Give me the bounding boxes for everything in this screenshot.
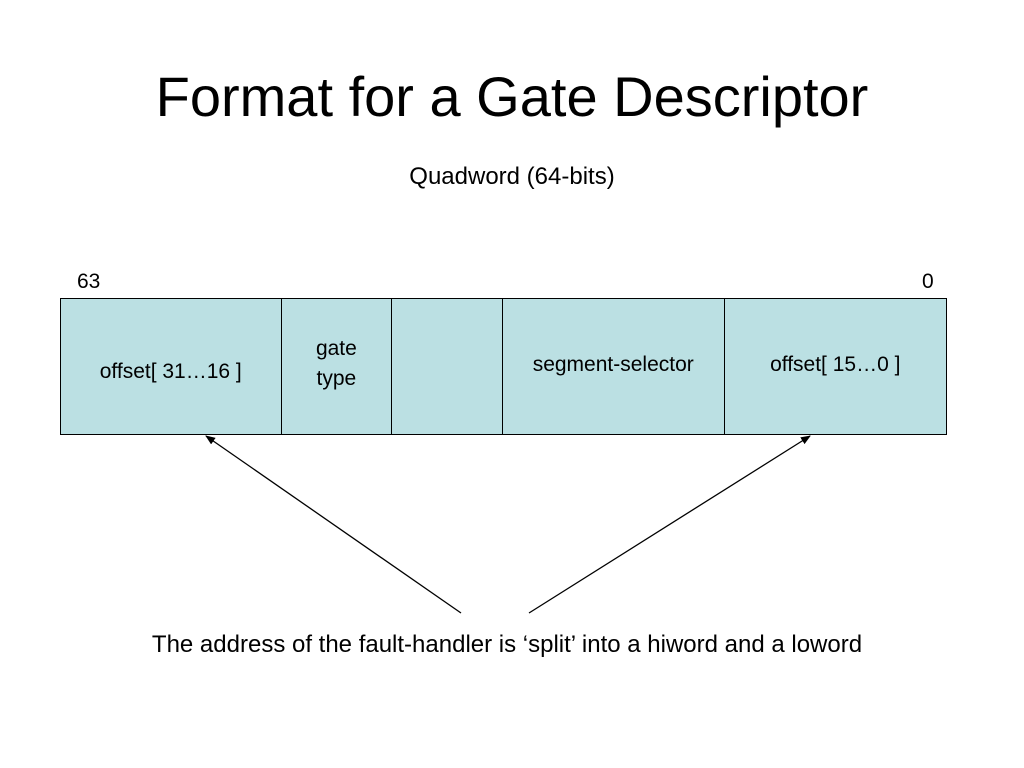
slide-title: Format for a Gate Descriptor [155, 65, 869, 128]
arrow-to-offset-high [205, 435, 462, 614]
field-reserved [392, 299, 503, 434]
subtitle: Quadword (64-bits) [409, 163, 615, 190]
caption: The address of the fault-handler is ‘spl… [151, 631, 863, 658]
gate-descriptor-register: offset[ 31…16 ] gate type segment-select… [60, 298, 947, 435]
bit-0-label: 0 [922, 270, 934, 293]
bit-63-label: 63 [77, 270, 101, 293]
arrow-to-offset-low [528, 435, 811, 614]
field-gate-type: gate type [282, 299, 393, 434]
field-offset-high: offset[ 31…16 ] [61, 299, 282, 434]
field-offset-low: offset[ 15…0 ] [770, 352, 901, 376]
field-segment-selector: segment-selector [503, 299, 725, 434]
